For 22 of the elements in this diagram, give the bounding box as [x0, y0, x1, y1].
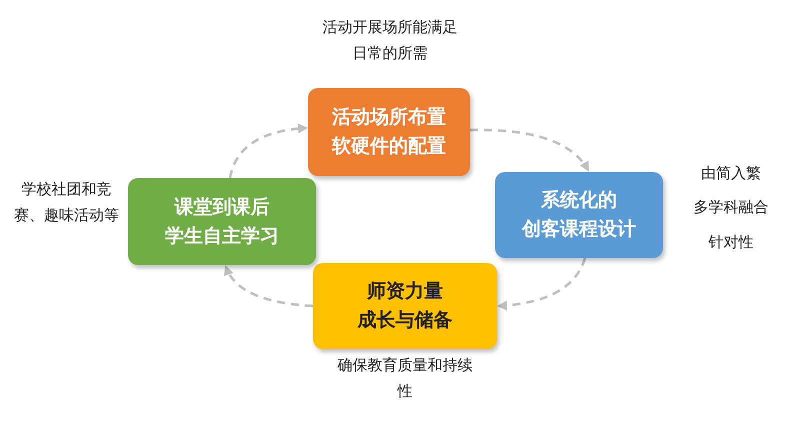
box-label: 创客课程设计 — [522, 218, 636, 241]
box-label: 师资力量 — [367, 280, 443, 303]
dashed-arrow — [497, 258, 586, 310]
box-label: 活动场所布置 — [332, 106, 446, 129]
dashed-arrow — [224, 265, 314, 308]
dashed-arrow — [228, 124, 308, 178]
rounded-box — [495, 172, 663, 258]
side-note: 确保教育质量和持续性 — [336, 355, 474, 402]
box-label: 课堂到课后 — [174, 196, 270, 218]
side-note: 活动开展场所能满足日常的所需 — [322, 17, 458, 64]
side-note: 针对性 — [708, 232, 754, 252]
side-note: 由简入繁 — [700, 163, 762, 184]
side-note: 学校社团和竞赛、趣味活动等 — [14, 179, 119, 226]
box-label: 系统化的 — [541, 189, 617, 212]
rounded-box — [313, 263, 497, 349]
rounded-box — [308, 88, 470, 176]
dashed-arrow — [470, 128, 590, 172]
rounded-box — [128, 178, 316, 265]
box-label: 成长与储备 — [358, 309, 452, 332]
side-note: 多学科融合 — [692, 197, 770, 218]
box-label: 学生自主学习 — [165, 224, 279, 248]
box-label: 软硬件的配置 — [332, 135, 446, 158]
